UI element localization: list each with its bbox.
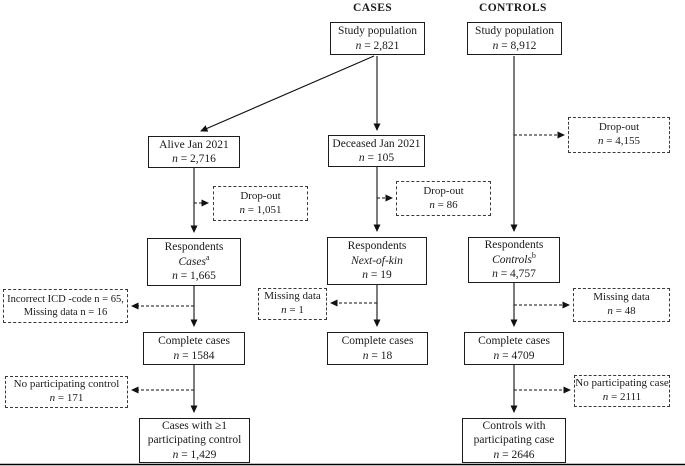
node-title: Alive Jan 2021	[159, 138, 229, 151]
node-dropout-alive: Drop-out n = 1,051	[213, 186, 308, 221]
node-title: Respondents	[164, 241, 224, 254]
node-study-population-controls: Study population n = 8,912	[467, 22, 562, 55]
column-header-controls: CONTROLS	[479, 2, 547, 14]
node-title: Missing data	[264, 290, 321, 303]
node-line2: participating case	[473, 434, 555, 447]
node-n: n = 48	[607, 305, 636, 317]
node-subtitle: Next-of-kin	[351, 254, 403, 267]
node-line1: Incorrect ICD -code n = 65,	[7, 293, 124, 305]
node-complete-cases: Complete cases n = 1584	[143, 332, 245, 365]
node-n: n = 2,821	[355, 39, 400, 52]
node-title: Deceased Jan 2021	[332, 137, 421, 150]
node-title: Drop-out	[423, 184, 464, 197]
node-line1: Controls with	[482, 419, 546, 432]
node-respondents-controls: Respondents Controlsb n = 4,757	[468, 237, 560, 283]
column-header-cases: CASES	[353, 2, 393, 14]
node-incorrect-icd-missing-data: Incorrect ICD -code n = 65, Missing data…	[3, 289, 128, 323]
node-n: n = 18	[362, 349, 393, 362]
node-n: n = 19	[362, 269, 392, 282]
node-title: Drop-out	[598, 121, 640, 134]
node-no-participating-case: No participating case n = 2111	[574, 375, 670, 407]
node-n: n = 2646	[493, 448, 535, 461]
node-n: n = 105	[358, 152, 395, 164]
node-controls-with-participating-case: Controls with participating case n = 264…	[462, 418, 566, 463]
node-title: Complete cases	[341, 335, 414, 348]
node-title: Study population	[338, 25, 417, 38]
node-title: No participating control	[13, 378, 120, 391]
node-no-participating-control: No participating control n = 171	[5, 376, 128, 408]
node-missing-data-next-of-kin: Missing data n = 1	[258, 288, 327, 320]
node-title: Drop-out	[240, 189, 281, 202]
node-n: n = 2111	[602, 391, 642, 403]
node-line2: Missing data n = 16	[23, 307, 108, 318]
node-n: n = 4,155	[598, 135, 640, 147]
node-deceased-jan-2021: Deceased Jan 2021 n = 105	[328, 135, 425, 167]
node-title: Respondents	[484, 239, 544, 252]
node-missing-data-controls: Missing data n = 48	[573, 288, 670, 322]
node-cases-with-participating-control: Cases with ≥1 participating control n = …	[139, 418, 250, 463]
node-n: n = 86	[429, 198, 458, 211]
node-line2: participating control	[147, 434, 242, 447]
node-n: n = 171	[49, 392, 84, 404]
node-title: Study population	[475, 25, 554, 38]
node-n: n = 1	[281, 304, 304, 316]
node-subtitle: Casesa	[178, 252, 210, 268]
node-dropout-controls: Drop-out n = 4,155	[568, 117, 670, 153]
node-title: No participating case	[575, 377, 669, 390]
node-respondents-next-of-kin: Respondents Next-of-kin n = 19	[327, 237, 427, 285]
node-alive-jan-2021: Alive Jan 2021 n = 2,716	[148, 136, 240, 168]
node-respondents-cases: Respondents Casesa n = 1,665	[147, 238, 241, 286]
node-title: Missing data	[593, 291, 650, 304]
node-dropout-deceased: Drop-out n = 86	[396, 181, 491, 216]
node-complete-controls: Complete cases n = 4709	[464, 332, 564, 365]
node-n: n = 1,051	[239, 203, 282, 216]
node-n: n = 1,429	[172, 448, 217, 461]
node-n: n = 4,757	[492, 268, 536, 281]
node-title: Complete cases	[158, 335, 230, 348]
node-n: n = 1,665	[172, 270, 216, 283]
node-title: Complete cases	[478, 335, 550, 348]
node-line1: Cases with ≥1	[161, 419, 228, 432]
node-title: Respondents	[347, 240, 407, 253]
node-complete-cases-next-of-kin: Complete cases n = 18	[327, 332, 428, 365]
node-subtitle: Controlsb	[492, 250, 536, 266]
node-n: n = 8,912	[492, 39, 537, 52]
node-study-population-cases: Study population n = 2,821	[330, 22, 425, 55]
node-n: n = 4709	[493, 349, 535, 362]
node-n: n = 1584	[173, 349, 215, 362]
node-n: n = 2,716	[172, 153, 216, 165]
